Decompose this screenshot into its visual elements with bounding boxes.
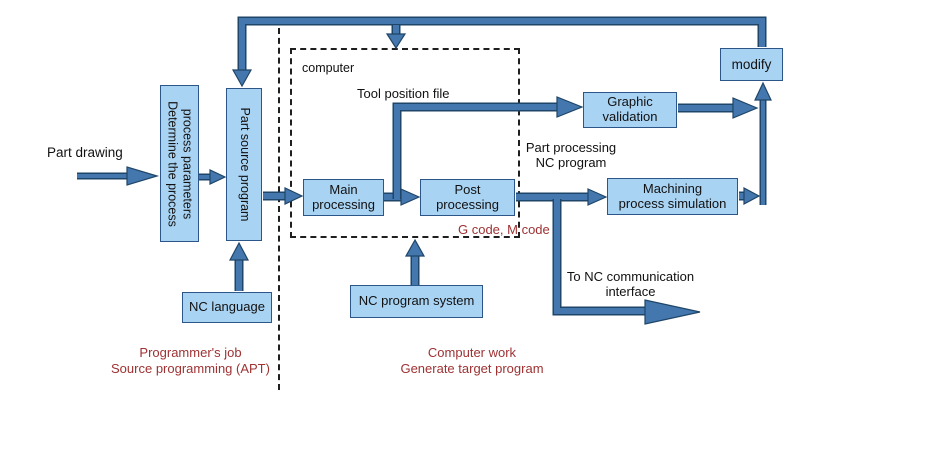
modify-box: modify xyxy=(720,48,783,81)
arrow-part-source-to-main xyxy=(263,187,304,205)
job-separator-dashed-line xyxy=(278,28,280,390)
arrow-nc-program-to-computer xyxy=(404,238,426,285)
arrow-post-to-machining xyxy=(516,188,608,206)
arrow-up-to-modify xyxy=(754,81,772,205)
computer-dashed-region xyxy=(290,48,520,238)
nc-program-system-box: NC program system xyxy=(350,285,483,318)
arrow-nc-language-to-part-source xyxy=(229,241,249,291)
arrow-determine-to-part-source xyxy=(199,169,227,185)
machining-simulation-box: Machining process simulation xyxy=(607,178,738,215)
graphic-validation-box: Graphic validation xyxy=(583,92,677,128)
determine-process-label: process parameters Determine the process xyxy=(165,100,195,227)
main-processing-box: Main processing xyxy=(303,179,384,216)
determine-process-box: process parameters Determine the process xyxy=(160,85,199,242)
arrow-graphic-to-modify-line xyxy=(678,97,759,119)
computer-work-annotation: Computer work Generate target program xyxy=(400,345,544,377)
tool-position-file-label: Tool position file xyxy=(357,86,450,101)
arrow-to-nc-interface xyxy=(552,199,701,325)
arrow-machining-to-modify-line xyxy=(739,187,761,205)
part-source-program-box: Part source program xyxy=(226,88,262,241)
g-code-m-code-label: G code, M code xyxy=(458,222,550,237)
arrow-tool-position-to-graphic xyxy=(392,96,584,199)
computer-region-label: computer xyxy=(302,61,355,75)
programmers-job-annotation: Programmer's job Source programming (APT… xyxy=(111,345,270,377)
part-drawing-label: Part drawing xyxy=(47,145,123,160)
to-nc-interface-label: To NC communication interface xyxy=(566,269,695,300)
arrow-part-drawing xyxy=(77,166,160,186)
part-processing-nc-program-label: Part processing NC program xyxy=(525,140,617,171)
part-source-program-label: Part source program xyxy=(237,107,252,222)
post-processing-box: Post processing xyxy=(420,179,515,216)
nc-language-box: NC language xyxy=(182,292,272,323)
feedback-line-modify-to-source xyxy=(231,16,767,88)
